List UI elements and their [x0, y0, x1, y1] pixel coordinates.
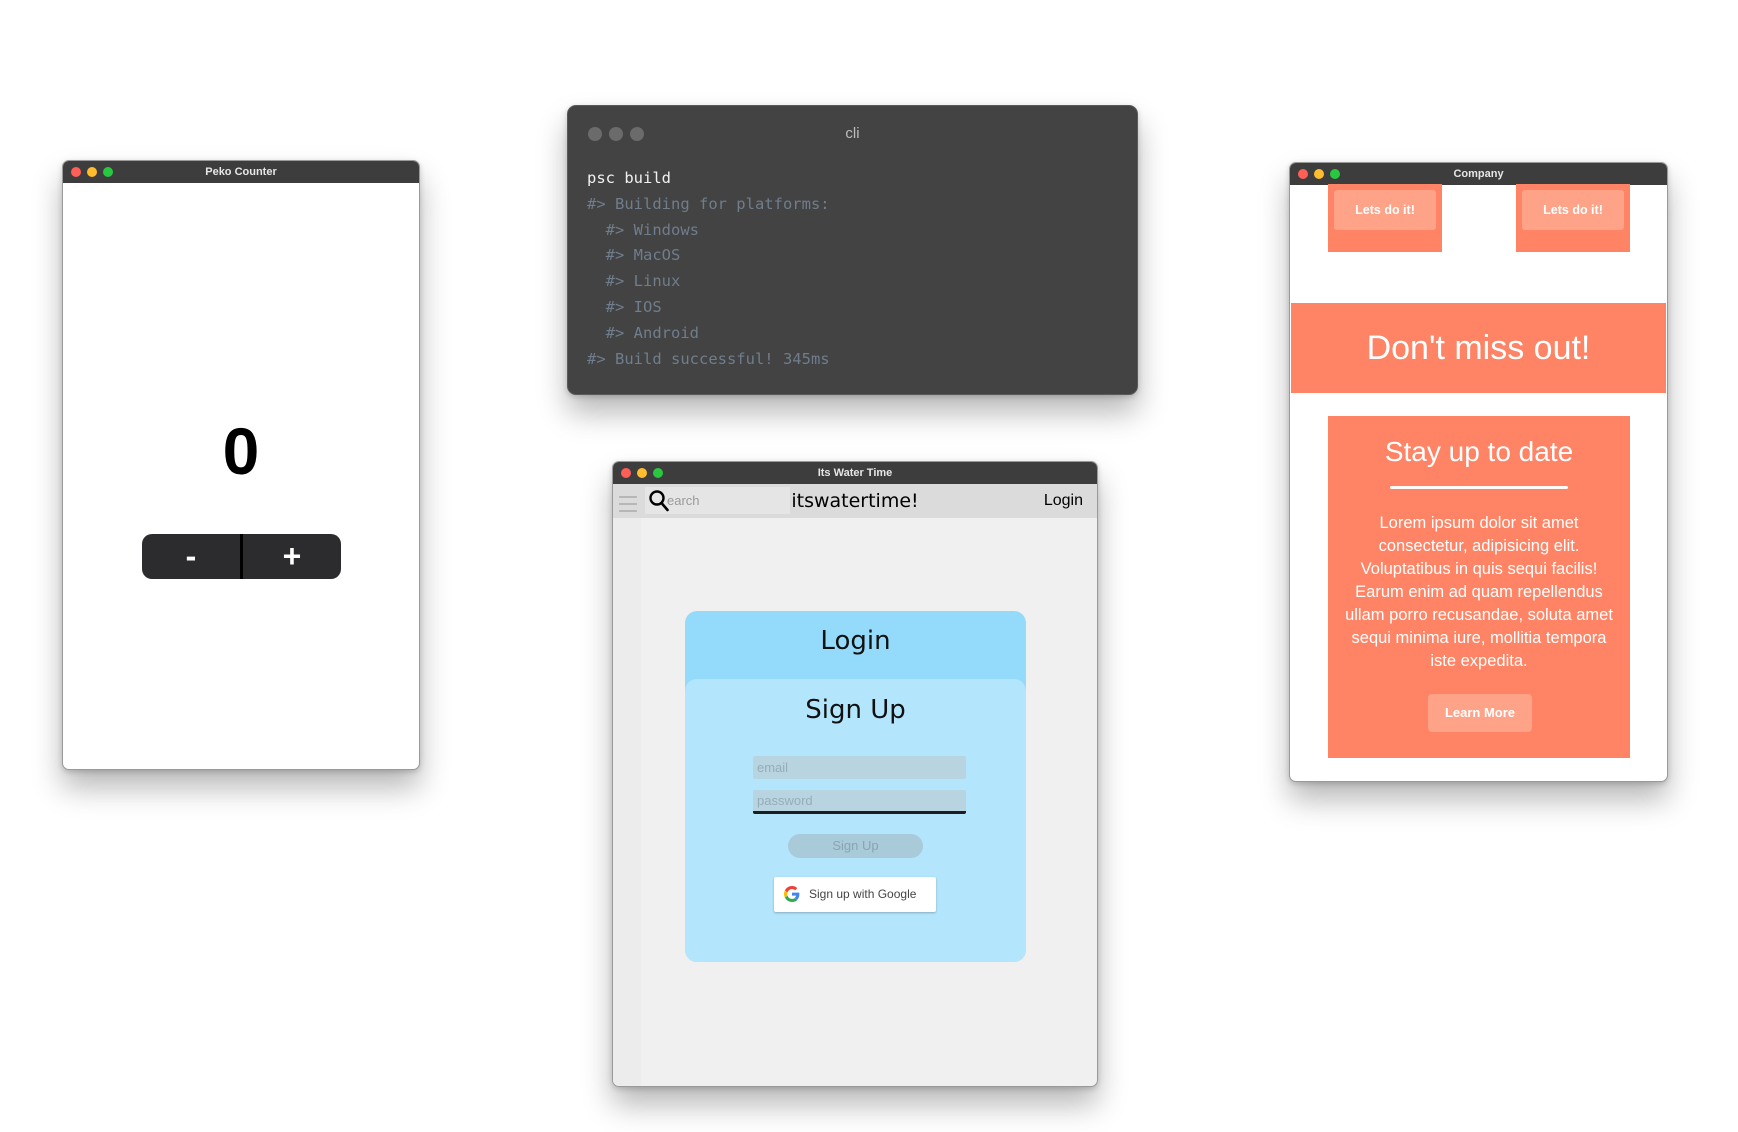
close-icon[interactable]: [588, 127, 602, 141]
title-bar[interactable]: Company: [1290, 163, 1667, 185]
close-icon[interactable]: [621, 468, 631, 478]
lets-do-it-button[interactable]: Lets do it!: [1334, 190, 1436, 230]
lets-do-it-button[interactable]: Lets do it!: [1522, 190, 1624, 230]
password-field[interactable]: [753, 790, 966, 814]
card-title: Stay up to date: [1384, 436, 1574, 467]
counter-buttons: - +: [142, 534, 341, 579]
window-title: Peko Counter: [205, 166, 277, 178]
terminal-output: psc build #> Building for platforms: #> W…: [587, 166, 830, 372]
close-icon[interactable]: [71, 167, 81, 177]
decrement-button[interactable]: -: [185, 538, 197, 574]
minimize-icon[interactable]: [637, 468, 647, 478]
terminal-line: #> Linux: [587, 272, 681, 291]
learn-more-button[interactable]: Learn More: [1428, 694, 1532, 732]
terminal-line: #> Build successful! 345ms: [587, 349, 830, 368]
counter-window: Peko Counter 0 - +: [62, 160, 420, 770]
terminal-line: #> IOS: [587, 297, 662, 316]
terminal-line: #> MacOS: [587, 246, 681, 265]
google-icon: [784, 886, 800, 902]
window-title: Company: [1453, 168, 1504, 180]
auth-panel: Login Sign Up Sign Up Sign up with Googl…: [685, 611, 1026, 962]
close-icon[interactable]: [1298, 169, 1308, 179]
water-window: Its Water Time earch itswatertime! Login…: [612, 461, 1098, 1087]
menu-icon[interactable]: [619, 496, 637, 517]
window-title: Its Water Time: [817, 467, 893, 479]
sidebar: [613, 518, 641, 1086]
company-window: Company Lets do it! Lets do it! Don't mi…: [1289, 162, 1668, 782]
divider: [240, 534, 243, 579]
title-bar[interactable]: Its Water Time: [613, 462, 1097, 484]
signup-button[interactable]: Sign Up: [788, 834, 923, 858]
signup-panel: [685, 679, 1026, 962]
search-icon: [649, 490, 669, 512]
newsletter-card: Stay up to date Lorem ipsum dolor sit am…: [1328, 416, 1630, 758]
minimize-icon[interactable]: [609, 127, 623, 141]
login-tab[interactable]: Login: [820, 626, 891, 656]
search-input[interactable]: earch: [645, 487, 790, 514]
maximize-icon[interactable]: [103, 167, 113, 177]
cta-card: Lets do it!: [1516, 184, 1630, 252]
terminal-command: psc build: [587, 169, 671, 187]
divider: [1390, 486, 1568, 489]
terminal-line: #> Android: [587, 323, 699, 342]
search-placeholder: earch: [667, 493, 700, 508]
cli-window: cli psc build #> Building for platforms: …: [567, 105, 1138, 395]
minimize-icon[interactable]: [87, 167, 97, 177]
title-bar[interactable]: Peko Counter: [63, 161, 419, 183]
brand-title: itswatertime!: [791, 490, 919, 512]
maximize-icon[interactable]: [653, 468, 663, 478]
maximize-icon[interactable]: [630, 127, 644, 141]
email-field[interactable]: [753, 756, 966, 779]
navbar: earch itswatertime! Login: [613, 484, 1097, 518]
terminal-line: #> Building for platforms:: [587, 194, 830, 213]
increment-button[interactable]: +: [282, 538, 302, 574]
signup-heading: Sign Up: [805, 695, 906, 725]
google-signup-button[interactable]: Sign up with Google: [774, 877, 936, 912]
minimize-icon[interactable]: [1314, 169, 1324, 179]
maximize-icon[interactable]: [1330, 169, 1340, 179]
terminal-line: #> Windows: [587, 220, 699, 239]
cta-card: Lets do it!: [1328, 184, 1442, 252]
google-button-label: Sign up with Google: [809, 887, 917, 901]
banner: Don't miss out!: [1291, 303, 1666, 393]
counter-value: 0: [222, 414, 260, 488]
window-title: cli: [845, 125, 860, 142]
card-body: Lorem ipsum dolor sit amet consectetur, …: [1345, 514, 1613, 670]
login-link[interactable]: Login: [1043, 492, 1083, 509]
